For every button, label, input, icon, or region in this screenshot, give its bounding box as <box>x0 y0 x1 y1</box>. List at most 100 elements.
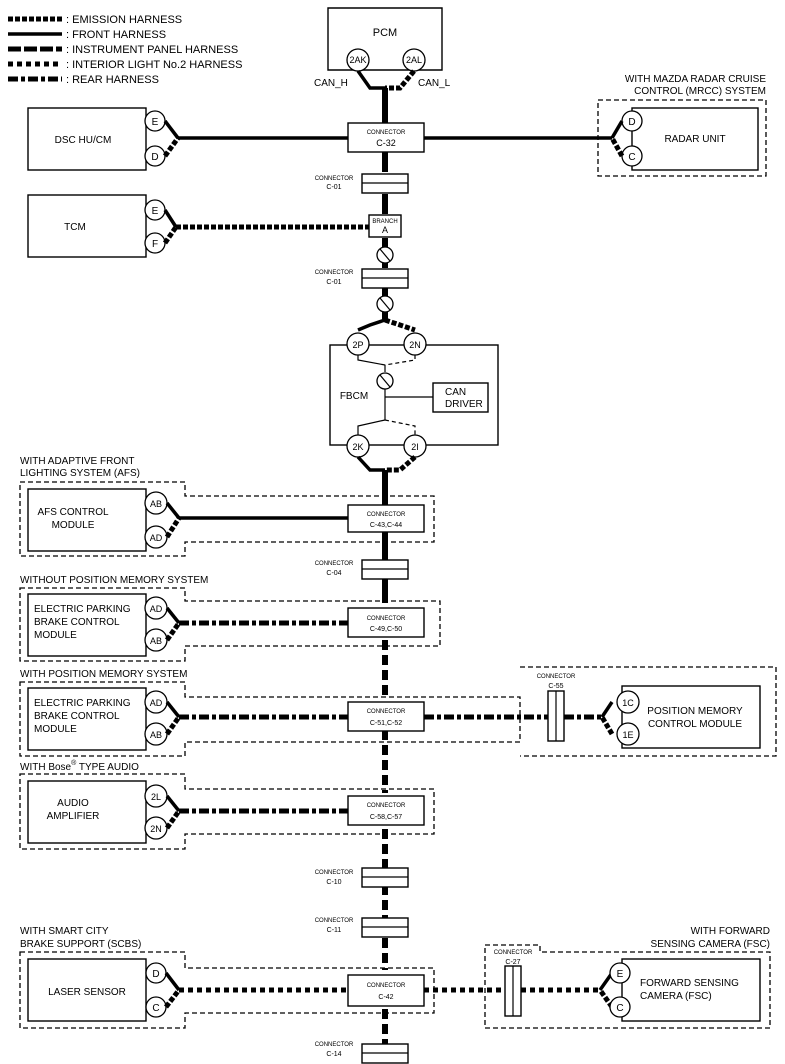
dsc-pin-e: E <box>152 117 159 128</box>
svg-text:CONNECTOR: CONNECTOR <box>367 803 406 809</box>
legend-emission-label: : EMISSION HARNESS <box>66 14 182 26</box>
fbcm-pin-2i: 2I <box>411 442 419 452</box>
audio-pin-2l: 2L <box>151 792 161 802</box>
epb1-pin-ad: AD <box>150 604 163 614</box>
laser-sensor-module: WITH SMART CITY BRAKE SUPPORT (SCBS) LAS… <box>19 926 505 1029</box>
dsc-pin-d: D <box>151 152 158 163</box>
afs-option-line1: WITH ADAPTIVE FRONT <box>20 456 134 467</box>
svg-text:CONNECTOR: CONNECTOR <box>315 1042 354 1048</box>
fbcm-pin-2k: 2K <box>352 442 363 452</box>
c27-label: C-27 <box>505 959 520 966</box>
scbs-pin-c: C <box>152 1003 159 1014</box>
svg-text:CONNECTOR: CONNECTOR <box>367 130 406 136</box>
fsc-label-line1: FORWARD SENSING <box>640 978 739 989</box>
tcm-module: TCM E F <box>27 194 369 258</box>
epb2-label-line3: MODULE <box>34 724 77 735</box>
connector-c04: CONNECTOR C-04 <box>315 559 409 580</box>
radar-option-line1: WITH MAZDA RADAR CRUISE <box>625 74 766 85</box>
connector-c01-upper: CONNECTOR C-01 <box>315 173 409 194</box>
branch-a-label: A <box>382 225 388 235</box>
connector-c10: CONNECTOR C-10 <box>315 867 409 888</box>
epb1-pin-ab: AB <box>150 636 162 646</box>
tcm-pin-e: E <box>152 206 159 217</box>
legend-front-label: : FRONT HARNESS <box>66 29 166 41</box>
svg-text:CONNECTOR: CONNECTOR <box>315 270 354 276</box>
afs-option-line2: LIGHTING SYSTEM (AFS) <box>20 468 140 479</box>
can-l-label: CAN_L <box>418 78 451 89</box>
scbs-option-line2: BRAKE SUPPORT (SCBS) <box>20 939 141 950</box>
epb2-label-line1: ELECTRIC PARKING <box>34 698 131 709</box>
radar-pin-c: C <box>628 152 635 163</box>
svg-text:CONNECTOR: CONNECTOR <box>367 512 406 518</box>
scbs-pin-d: D <box>152 969 159 980</box>
svg-text:C-14: C-14 <box>326 1051 341 1058</box>
dsc-hu-cm-module: DSC HU/CM E D <box>27 107 348 171</box>
fbcm-label: FBCM <box>340 391 368 402</box>
posmem-label-line1: POSITION MEMORY <box>647 706 743 717</box>
can-driver-line1: CAN <box>445 387 466 398</box>
audio-amplifier-module: WITH Bose® TYPE AUDIO AUDIO AMPLIFIER 2L… <box>19 759 435 850</box>
svg-text:CONNECTOR: CONNECTOR <box>315 918 354 924</box>
can-h-label: CAN_H <box>314 78 348 89</box>
forward-sensing-camera-module: WITH FORWARD SENSING CAMERA (FSC) CONNEC… <box>484 926 771 1029</box>
fsc-option-line2: SENSING CAMERA (FSC) <box>651 939 770 950</box>
fbcm-pin-2n: 2N <box>409 340 421 350</box>
branch-a: BRANCH A <box>368 214 402 238</box>
epb2-connector-label: C-51,C-52 <box>370 720 402 727</box>
afs-label-line2: MODULE <box>52 520 95 531</box>
connector-c14: CONNECTOR C-14 <box>315 1042 409 1064</box>
audio-pin-2n: 2N <box>150 824 162 834</box>
epb2-label-line2: BRAKE CONTROL <box>34 711 120 722</box>
posmem-pin-1c: 1C <box>622 698 634 708</box>
epb-module-with-memory: WITH POSITION MEMORY SYSTEM ELECTRIC PAR… <box>19 669 548 757</box>
position-memory-module: CONNECTOR C-55 POSITION MEMORY CONTROL M… <box>520 666 777 757</box>
laser-sensor-label: LASER SENSOR <box>48 987 126 998</box>
svg-text:CONNECTOR: CONNECTOR <box>367 709 406 715</box>
tcm-pin-f: F <box>152 239 158 250</box>
radar-option-line2: CONTROL (MRCC) SYSTEM <box>634 86 766 97</box>
harness-legend: : EMISSION HARNESS : FRONT HARNESS : INS… <box>8 14 242 86</box>
epb2-option: WITH POSITION MEMORY SYSTEM <box>20 669 187 680</box>
pcm-pin-2ak-label: 2AK <box>349 55 366 65</box>
afs-connector-label: C-43,C-44 <box>370 522 402 529</box>
scbs-option-line1: WITH SMART CITY <box>20 926 109 937</box>
c55-label: C-55 <box>548 683 563 690</box>
epb-module-without-memory: WITHOUT POSITION MEMORY SYSTEM ELECTRIC … <box>19 575 441 662</box>
svg-text:C-01: C-01 <box>326 184 341 191</box>
svg-text:CONNECTOR: CONNECTOR <box>367 616 406 622</box>
fsc-label-line2: CAMERA (FSC) <box>640 991 712 1002</box>
c32-label: C-32 <box>376 138 396 148</box>
svg-text:C-04: C-04 <box>326 570 341 577</box>
epb1-label-line1: ELECTRIC PARKING <box>34 604 131 615</box>
svg-text:BRANCH: BRANCH <box>372 219 397 225</box>
fbcm-pin-2p: 2P <box>352 340 363 350</box>
svg-text:C-10: C-10 <box>326 879 341 886</box>
svg-text:CONNECTOR: CONNECTOR <box>315 561 354 567</box>
svg-text:CONNECTOR: CONNECTOR <box>315 870 354 876</box>
epb1-connector-label: C-49,C-50 <box>370 626 402 633</box>
epb2-pin-ad: AD <box>150 698 163 708</box>
termination-symbol-2 <box>376 295 394 313</box>
svg-text:CONNECTOR: CONNECTOR <box>537 674 576 680</box>
svg-text:CONNECTOR: CONNECTOR <box>494 950 533 956</box>
afs-pin-ad: AD <box>150 533 163 543</box>
fsc-pin-e: E <box>617 969 624 980</box>
svg-text:CONNECTOR: CONNECTOR <box>367 983 406 989</box>
epb2-pin-ab: AB <box>150 730 162 740</box>
legend-interior-label: : INTERIOR LIGHT No.2 HARNESS <box>66 59 242 71</box>
pcm-label: PCM <box>373 27 397 39</box>
radar-pin-d: D <box>628 117 635 128</box>
svg-text:C-01: C-01 <box>326 279 341 286</box>
legend-panel-label: : INSTRUMENT PANEL HARNESS <box>66 44 238 56</box>
afs-label-line1: AFS CONTROL <box>37 507 109 518</box>
epb1-label-line2: BRAKE CONTROL <box>34 617 120 628</box>
dsc-label: DSC HU/CM <box>55 135 112 146</box>
svg-text:C-11: C-11 <box>327 927 342 934</box>
fsc-option-line1: WITH FORWARD <box>691 926 770 937</box>
audio-connector-label: C-58,C-57 <box>370 814 402 821</box>
pcm-pin-2al-label: 2AL <box>406 55 422 65</box>
afs-control-module: WITH ADAPTIVE FRONT LIGHTING SYSTEM (AFS… <box>19 456 435 557</box>
termination-symbol-1 <box>376 246 394 264</box>
connector-c11: CONNECTOR C-11 <box>315 917 409 938</box>
